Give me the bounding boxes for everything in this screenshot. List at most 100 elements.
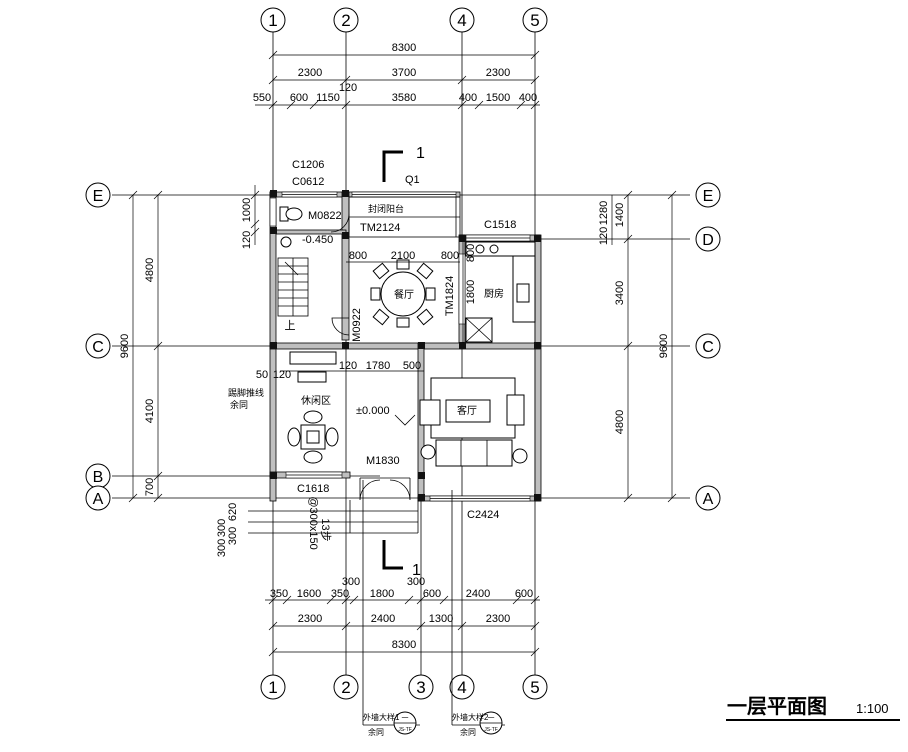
bottom-axis-bubble-3: 3 (408, 674, 434, 700)
top-axis-bubble-4: 4 (449, 7, 475, 33)
svg-text:2: 2 (341, 11, 350, 30)
svg-text:E: E (703, 188, 714, 205)
bottom-sub-dim-3: 350 (331, 588, 349, 600)
top-axis-bubble-5: 5 (522, 7, 548, 33)
right-inner-dim-2: 120 (598, 227, 610, 245)
top-sub-dim-3: 1150 (316, 92, 340, 104)
right-total-dim: 9600 (658, 334, 670, 358)
grid-lines (112, 30, 690, 675)
structural-columns (270, 190, 541, 501)
kitchen-counter-icon (465, 241, 536, 343)
stairs-dim-3: 300 (216, 539, 228, 557)
callout-2-sheet: JS-TF (484, 727, 498, 733)
top-dim-2: 3700 (392, 67, 416, 79)
interior-dim-10: 120 (273, 369, 291, 381)
dining-table-icon (370, 259, 436, 328)
label-c1618: C1618 (297, 483, 329, 495)
bottom-dim-2: 2400 (371, 613, 395, 625)
interior-dim-9: 50 (256, 369, 268, 381)
stairs-dim-4: 300 (227, 527, 239, 545)
drawing-title: 一层平面图 (727, 695, 827, 718)
bottom-sub-dim-2: 1600 (297, 588, 321, 600)
bottom-sub-dim-5: 1800 (370, 588, 394, 600)
bottom-sub-dim-6: 300 (407, 576, 425, 588)
top-dimension-lines (255, 50, 540, 110)
bottom-axis-bubble-2: 2 (333, 674, 359, 700)
callout-2-sub: 余同 (460, 727, 476, 737)
stairs-dim-2: 620 (227, 503, 239, 521)
callout-1-sub: 余同 (368, 727, 384, 737)
bottom-axis-bubble-4: 4 (449, 674, 475, 700)
label-m0822: M0822 (308, 210, 342, 222)
bottom-sub-dim-4: 300 (342, 576, 360, 588)
top-sub-dim-4: 120 (339, 82, 357, 94)
right-axis-bubble-a: A (695, 485, 721, 511)
interior-dim-1: 800 (349, 250, 367, 262)
interior-dim-3: 800 (441, 250, 459, 262)
callout-2-title: 外墙大样2 (452, 712, 489, 722)
interior-dim-8: 500 (403, 360, 421, 372)
elevation-marker-icon (394, 414, 416, 426)
section-number-bottom: 1 (412, 562, 421, 579)
left-dim-1: 4800 (144, 258, 156, 282)
room-dining: 餐厅 (394, 288, 414, 301)
left-inner-dim-2: 120 (241, 231, 253, 249)
right-axis-bubble-c: C (695, 333, 721, 359)
left-axis-bubble-a: A (85, 485, 111, 511)
bottom-dim-4: 2300 (486, 613, 510, 625)
bottom-total-dim: 8300 (392, 639, 416, 651)
svg-text:A: A (703, 491, 714, 508)
interior-dim-6: 120 (339, 360, 357, 372)
right-axis-bubble-e: E (695, 182, 721, 208)
left-dim-3: 700 (144, 478, 156, 496)
svg-text:1: 1 (268, 678, 277, 697)
right-axis-bubble-d: D (695, 226, 721, 252)
label-tm2124: TM2124 (360, 222, 400, 234)
right-inner-dim-1: 1280 (598, 201, 610, 225)
elevation-lower: -0.450 (302, 234, 333, 246)
section-marker-top (382, 150, 403, 182)
label-c0612: C0612 (292, 176, 324, 188)
door-swings (330, 213, 411, 501)
detail-callout-1 (362, 480, 420, 735)
callout-1-title: 外墙大样1 (363, 712, 400, 722)
interior-dim-2: 2100 (391, 250, 415, 262)
svg-text:5: 5 (530, 678, 539, 697)
label-c1518: C1518 (484, 219, 516, 231)
right-dim-2: 3400 (614, 281, 626, 305)
right-dim-3: 4800 (614, 410, 626, 434)
left-axis-bubble-c: C (85, 333, 111, 359)
interior-dim-7: 1780 (366, 360, 390, 372)
left-dim-2: 4100 (144, 399, 156, 423)
detail-callout-2 (451, 490, 505, 735)
label-tm1824: TM1824 (444, 276, 456, 316)
staircase (277, 257, 309, 317)
top-sub-dim-7: 1500 (486, 92, 510, 104)
callout-1-ref: 一 (402, 715, 409, 722)
drawing-scale: 1:100 (856, 701, 889, 716)
right-dim-1: 1400 (614, 203, 626, 227)
bottom-axis-bubble-5: 5 (522, 674, 548, 700)
right-dimension-lines (611, 190, 677, 503)
note-step-size: @300x150 (307, 496, 319, 549)
label-m1830: M1830 (366, 455, 400, 467)
top-sub-dim-2: 600 (290, 92, 308, 104)
callout-1-sheet: JS-TF (398, 727, 412, 733)
stairs-dim-1: 300 (216, 519, 228, 537)
note-skirting-same: 余同 (230, 399, 248, 410)
svg-text:C: C (702, 339, 714, 356)
left-total-dim: 9600 (119, 334, 131, 358)
room-living: 客厅 (457, 404, 477, 417)
section-marker-bottom (382, 540, 403, 570)
bottom-axis-bubble-1: 1 (260, 674, 286, 700)
toilet-icon (279, 206, 303, 222)
svg-text:5: 5 (530, 11, 539, 30)
svg-text:1: 1 (268, 11, 277, 30)
label-m0922: M0922 (351, 308, 363, 342)
callout-2-ref: 一 (488, 715, 495, 722)
left-dimension-lines (128, 185, 260, 503)
leisure-seating-icon (287, 351, 339, 464)
bottom-sub-dim-7: 600 (423, 588, 441, 600)
elevation-ground: ±0.000 (356, 405, 390, 417)
